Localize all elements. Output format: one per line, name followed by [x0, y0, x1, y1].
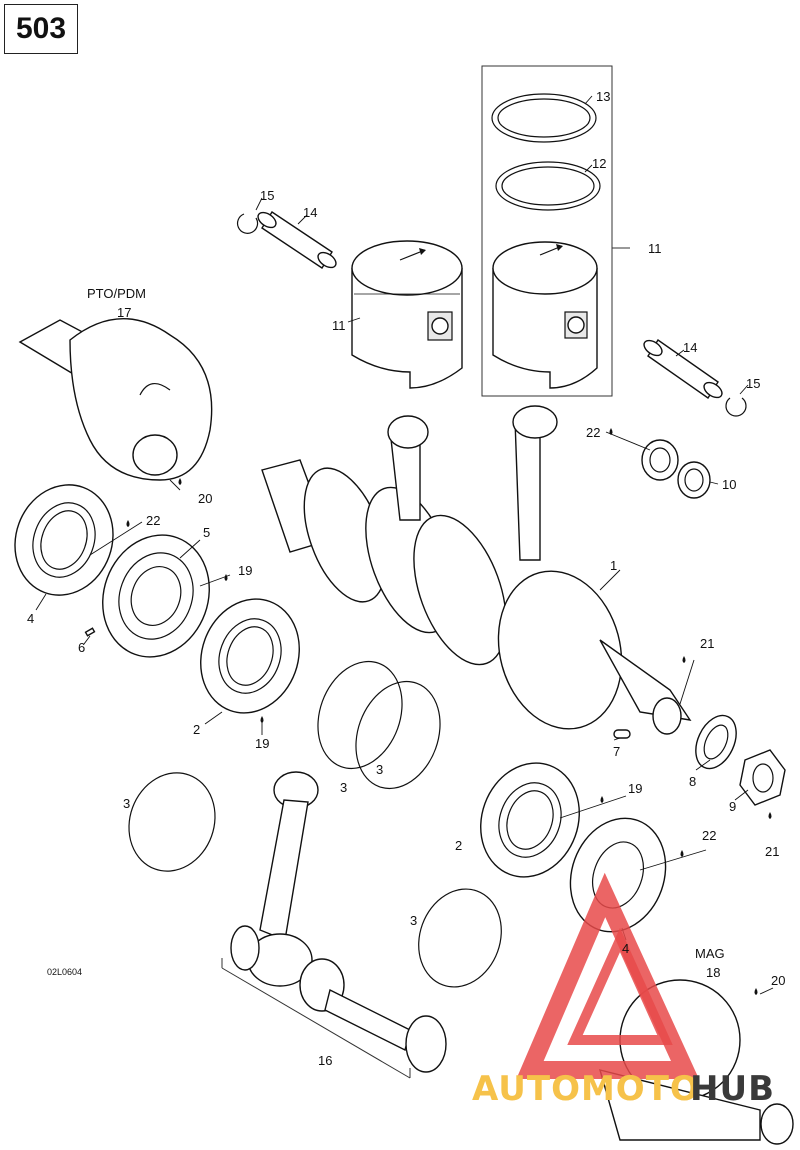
callout-21-lower: 21: [765, 844, 779, 859]
callout-10: 10: [722, 477, 736, 492]
crankshaft-1: [261, 405, 692, 735]
callout-20-left: 20: [198, 491, 212, 506]
bearing-2-right: [480, 762, 580, 878]
bearing-5: [102, 534, 210, 658]
o-ring-3-c: [128, 772, 216, 872]
pto-crank-half-17: [18, 317, 213, 481]
callout-16: 16: [318, 1053, 332, 1068]
callout-22-left: 22: [146, 513, 160, 528]
callout-9: 9: [729, 799, 736, 814]
wrist-pin-14-left: [257, 211, 337, 269]
callout-17: 17: [117, 305, 131, 320]
callout-5: 5: [203, 525, 210, 540]
callout-2-left: 2: [193, 722, 200, 737]
lock-washer-8: [695, 714, 737, 770]
page-number: 503: [15, 12, 67, 45]
callout-15-left: 15: [260, 188, 274, 203]
page-number-box: 503: [4, 4, 78, 54]
lubrication-markers: [126, 428, 772, 995]
watermark-text-hub: HUB: [690, 1069, 775, 1109]
circlip-15-right: [725, 397, 747, 417]
callout-13: 13: [596, 89, 610, 104]
leader-lines: [35, 95, 774, 995]
wrist-pin-14-right: [643, 339, 723, 399]
callout-14-left: 14: [303, 205, 317, 220]
callout-11-left: 11: [332, 318, 346, 333]
circlip-15-left: [236, 213, 259, 234]
callout-22-right: 22: [702, 828, 716, 843]
o-ring-3-b: [355, 680, 441, 790]
callout-4-left: 4: [27, 611, 34, 626]
piston-group-box: [481, 65, 613, 397]
piston-ring-12: [495, 161, 601, 211]
callout-15-right: 15: [746, 376, 760, 391]
piston-left: [351, 240, 463, 389]
callout-18: 18: [706, 965, 720, 980]
callout-8: 8: [689, 774, 696, 789]
callout-19-right: 19: [628, 781, 642, 796]
callout-3-b: 3: [376, 762, 383, 777]
callout-6: 6: [78, 640, 85, 655]
callout-3-c: 3: [123, 796, 130, 811]
key-7: [613, 729, 631, 739]
watermark-logo: [516, 872, 700, 1079]
o-ring-3-a: [317, 660, 403, 770]
washer-10: [677, 461, 711, 499]
callout-7: 7: [613, 744, 620, 759]
label-mag: MAG: [695, 946, 725, 961]
callout-20-right: 20: [771, 973, 785, 988]
callout-14-right: 14: [683, 340, 697, 355]
callout-2-right: 2: [455, 838, 462, 853]
callout-3-d: 3: [410, 913, 417, 928]
drawing-reference: 02L0604: [47, 967, 82, 977]
watermark-text-automoto: AUTOMOTO: [472, 1069, 700, 1109]
piston-ring-13: [491, 93, 597, 143]
piston-right: [492, 241, 598, 389]
seal-4-left: [14, 484, 114, 596]
callout-21-upper: 21: [700, 636, 714, 651]
callout-4-right: 4: [622, 941, 629, 956]
o-ring-3-d: [418, 888, 502, 988]
callout-11-right: 11: [648, 241, 662, 256]
callout-3-a: 3: [340, 780, 347, 795]
bearing-2-left: [200, 598, 300, 714]
nut-9: [739, 749, 786, 806]
callout-22-top: 22: [586, 425, 600, 440]
callout-19-left: 19: [255, 736, 269, 751]
dowel-pin-6: [84, 627, 96, 637]
callout-19-upper: 19: [238, 563, 252, 578]
conrod-assembly-16: [221, 771, 447, 1079]
callout-12: 12: [592, 156, 606, 171]
needle-bearing-22: [641, 439, 679, 481]
callout-1: 1: [610, 558, 617, 573]
label-pto-pdm: PTO/PDM: [87, 286, 146, 301]
